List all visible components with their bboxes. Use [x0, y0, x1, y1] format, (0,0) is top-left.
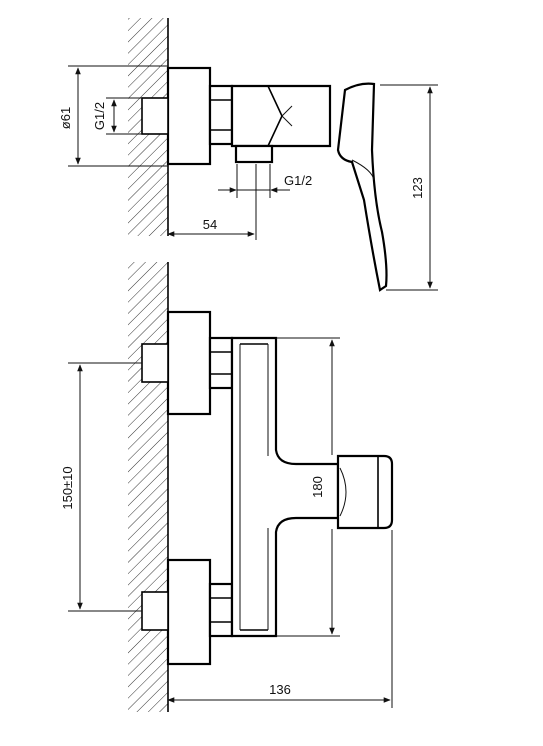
dim-outlet-thread: G1/2: [284, 173, 312, 188]
upper-inlet-pipe: [141, 343, 169, 383]
dim-depth: 54: [203, 217, 217, 232]
lower-nut: [208, 582, 234, 638]
dim-center-distance: 150±10: [60, 466, 75, 509]
front-view: 150±10 180 136: [60, 262, 394, 712]
upper-nut: [208, 336, 234, 390]
rosette: [166, 66, 212, 166]
dim-diameter: ø61: [58, 107, 73, 129]
upper-rosette: [166, 310, 212, 416]
dim-height: 123: [410, 177, 425, 199]
lower-inlet-pipe: [141, 591, 169, 631]
lower-rosette: [166, 558, 212, 666]
wall-hatch-bottom: [128, 262, 168, 712]
dim-total-depth: 136: [269, 682, 291, 697]
side-view: ø61 G1/2 G1/2 54 123: [58, 18, 438, 292]
inlet-pipe: [141, 97, 169, 135]
lever-handle: [336, 82, 388, 292]
dim-inlet-thread: G1/2: [92, 102, 107, 130]
outlet-spout: [234, 144, 274, 164]
mixer-body: [230, 84, 332, 148]
connector-nut: [208, 84, 234, 146]
dim-body-height: 180: [310, 476, 325, 498]
